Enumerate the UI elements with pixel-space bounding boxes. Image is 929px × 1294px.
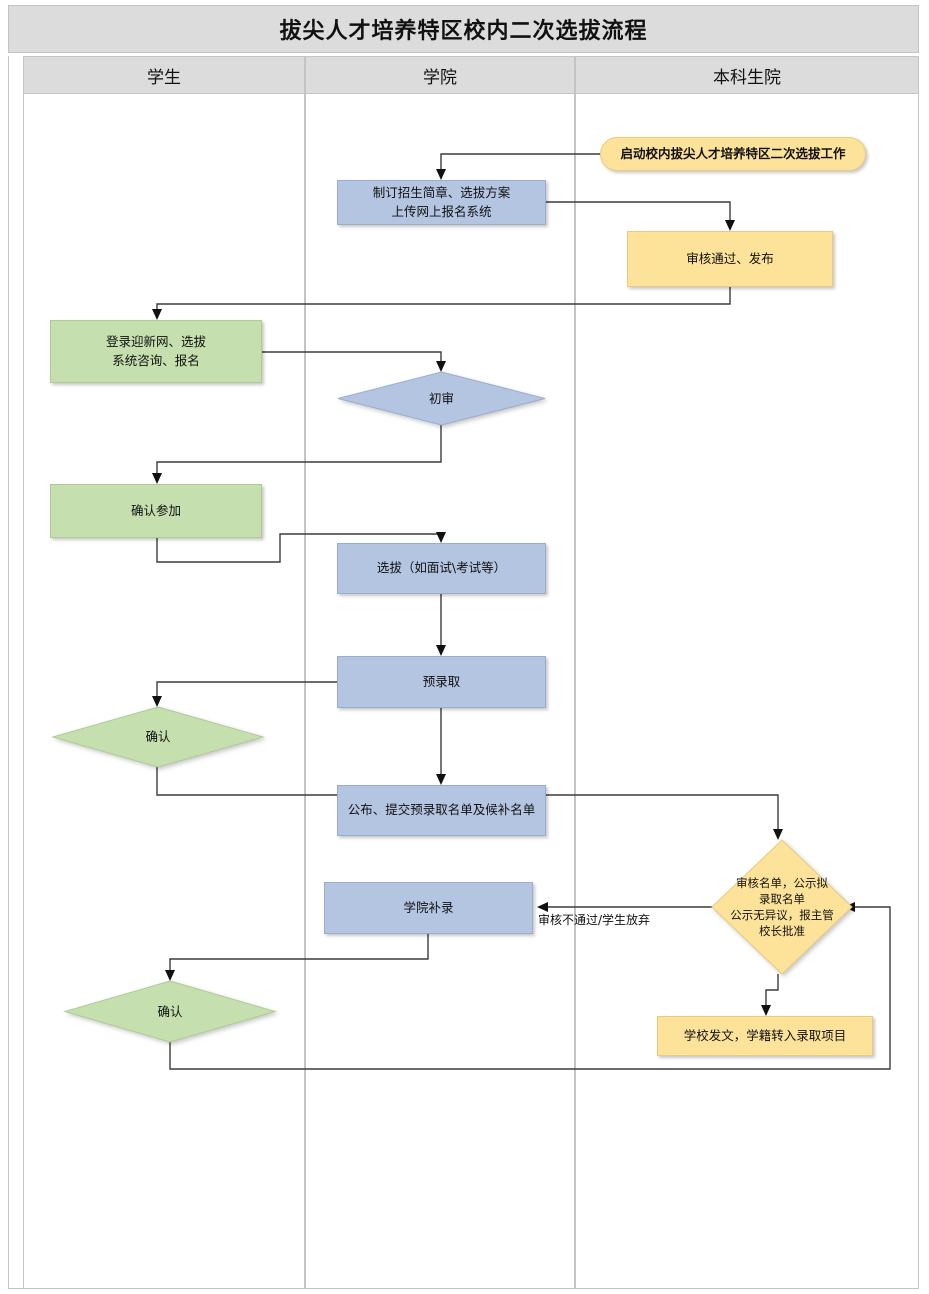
lane-header-undergrad-school: 本科生院	[575, 56, 919, 94]
node-review[interactable]: 审核名单，公示拟录取名单公示无异议，报主管校长批准	[711, 839, 853, 975]
node-plan[interactable]: 制订招生简章、选拔方案上传网上报名系统	[337, 180, 546, 225]
node-publish[interactable]: 公布、提交预录取名单及候补名单	[337, 785, 546, 836]
node-publish-label: 公布、提交预录取名单及候补名单	[347, 802, 536, 818]
title-band	[8, 5, 919, 53]
frame-bottom-border	[8, 1288, 919, 1289]
node-supply-label: 学院补录	[403, 899, 454, 915]
node-approve-label: 审核通过、发布	[686, 250, 774, 266]
node-confirm3[interactable]: 确认	[63, 980, 277, 1043]
node-confirm1[interactable]: 确认参加	[50, 484, 262, 538]
lane-outer-margin	[8, 56, 23, 1288]
page-title: 拔尖人才培养特区校内二次选拔流程	[279, 19, 648, 44]
node-issue-label: 学校发文，学籍转入录取项目	[683, 1027, 847, 1043]
node-start[interactable]: 启动校内拔尖人才培养特区二次选拔工作	[600, 137, 866, 171]
node-supply[interactable]: 学院补录	[324, 882, 533, 934]
node-preadmit[interactable]: 预录取	[337, 656, 546, 708]
node-plan-label: 制订招生简章、选拔方案上传网上报名系统	[372, 185, 511, 219]
node-start-label: 启动校内拔尖人才培养特区二次选拔工作	[620, 145, 846, 161]
node-issue[interactable]: 学校发文，学籍转入录取项目	[657, 1016, 873, 1056]
node-preadmit-label: 预录取	[422, 673, 461, 689]
lane-header-college: 学院	[305, 56, 575, 94]
edge-label-reject: 审核不通过/学生放弃	[538, 913, 651, 927]
node-select[interactable]: 选拔（如面试\考试等）	[337, 543, 546, 594]
lane-body-student	[23, 94, 305, 1288]
node-prelim[interactable]: 初审	[337, 371, 546, 426]
lane-header-student: 学生	[23, 56, 305, 94]
node-confirm2[interactable]: 确认	[51, 706, 265, 768]
node-signup[interactable]: 登录迎新网、选拔系统咨询、报名	[50, 320, 262, 383]
node-signup-label: 登录迎新网、选拔系统咨询、报名	[105, 334, 206, 368]
node-select-label: 选拔（如面试\考试等）	[376, 560, 507, 576]
lane-body-undergrad-school	[575, 94, 919, 1288]
node-approve[interactable]: 审核通过、发布	[627, 231, 833, 287]
node-confirm1-label: 确认参加	[130, 502, 181, 518]
